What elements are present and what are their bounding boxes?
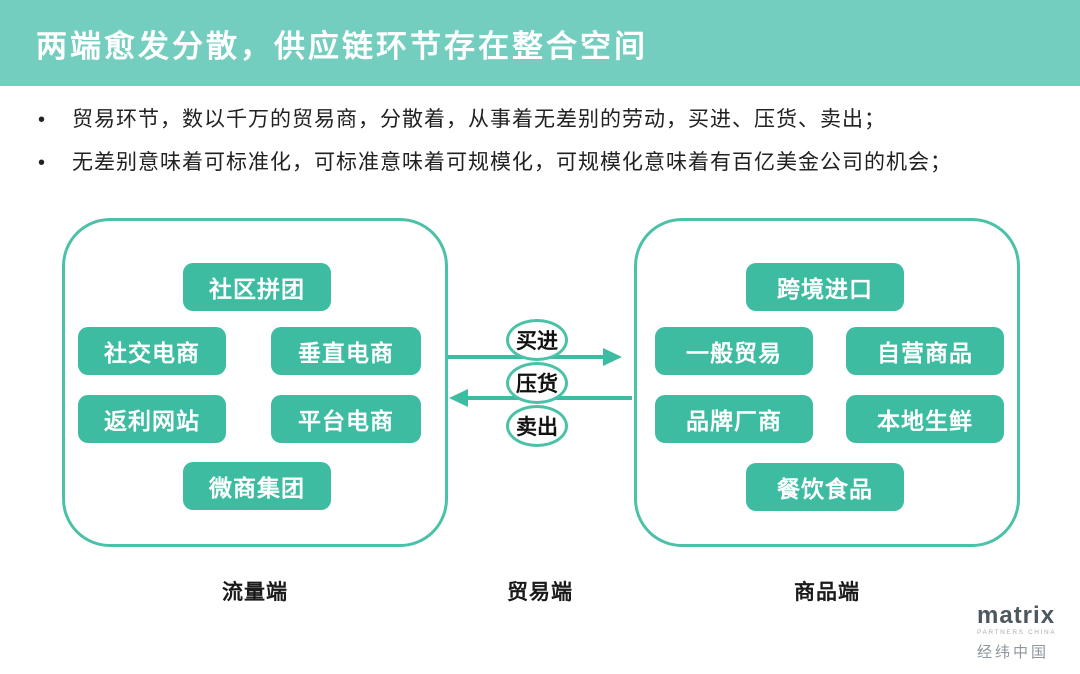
step-sell-out: 卖出 — [506, 405, 568, 447]
chip-crossborder-import: 跨境进口 — [746, 263, 904, 311]
chip-platform-ecommerce: 平台电商 — [271, 395, 421, 443]
chip-general-trade: 一般贸易 — [655, 327, 813, 375]
chip-vertical-ecommerce: 垂直电商 — [271, 327, 421, 375]
goods-panel: 跨境进口 一般贸易 自营商品 品牌厂商 本地生鲜 餐饮食品 — [634, 218, 1020, 547]
logo-brand-text: matrix — [977, 602, 1056, 629]
logo-chinese-name: 经纬中国 — [977, 644, 1050, 661]
arrow-left-head-icon — [449, 389, 468, 407]
bullet-text: 无差别意味着可标准化，可标准意味着可规模化，可规模化意味着有百亿美金公司的机会； — [72, 151, 952, 174]
chip-food-catering: 餐饮食品 — [746, 463, 904, 511]
label-goods-end: 商品端 — [794, 581, 860, 604]
chip-self-operated: 自营商品 — [846, 327, 1004, 375]
bullet-item: • 无差别意味着可标准化，可标准意味着可规模化，可规模化意味着有百亿美金公司的机… — [38, 149, 1018, 177]
chip-brand-manufacturer: 品牌厂商 — [655, 395, 813, 443]
step-buy-in: 买进 — [506, 319, 568, 361]
logo-subtitle: PARTNERS CHINA — [977, 629, 1057, 636]
chip-wechat-merchants: 微商集团 — [183, 462, 331, 510]
bullet-list: • 贸易环节，数以千万的贸易商，分散着，从事着无差别的劳动，买进、压货、卖出； … — [38, 106, 1018, 192]
bullet-marker: • — [38, 109, 46, 131]
page-title: 两端愈发分散，供应链环节存在整合空间 — [36, 28, 648, 64]
chip-community-group-buy: 社区拼团 — [183, 263, 331, 311]
arrow-right-head-icon — [603, 348, 622, 366]
matrix-logo: matrix PARTNERS CHINA 经纬中国 — [977, 604, 1056, 662]
bullet-marker: • — [38, 152, 46, 174]
step-stock: 压货 — [506, 362, 568, 404]
chip-rebate-sites: 返利网站 — [78, 395, 226, 443]
chip-local-fresh: 本地生鲜 — [846, 395, 1004, 443]
label-trade-end: 贸易端 — [507, 581, 573, 604]
slide-title-bar: 两端愈发分散，供应链环节存在整合空间 — [0, 0, 1080, 86]
traffic-panel: 社区拼团 社交电商 垂直电商 返利网站 平台电商 微商集团 — [62, 218, 448, 547]
bullet-text: 贸易环节，数以千万的贸易商，分散着，从事着无差别的劳动，买进、压货、卖出； — [72, 108, 886, 131]
chip-social-ecommerce: 社交电商 — [78, 327, 226, 375]
bullet-item: • 贸易环节，数以千万的贸易商，分散着，从事着无差别的劳动，买进、压货、卖出； — [38, 106, 1018, 134]
label-traffic-end: 流量端 — [222, 581, 288, 604]
